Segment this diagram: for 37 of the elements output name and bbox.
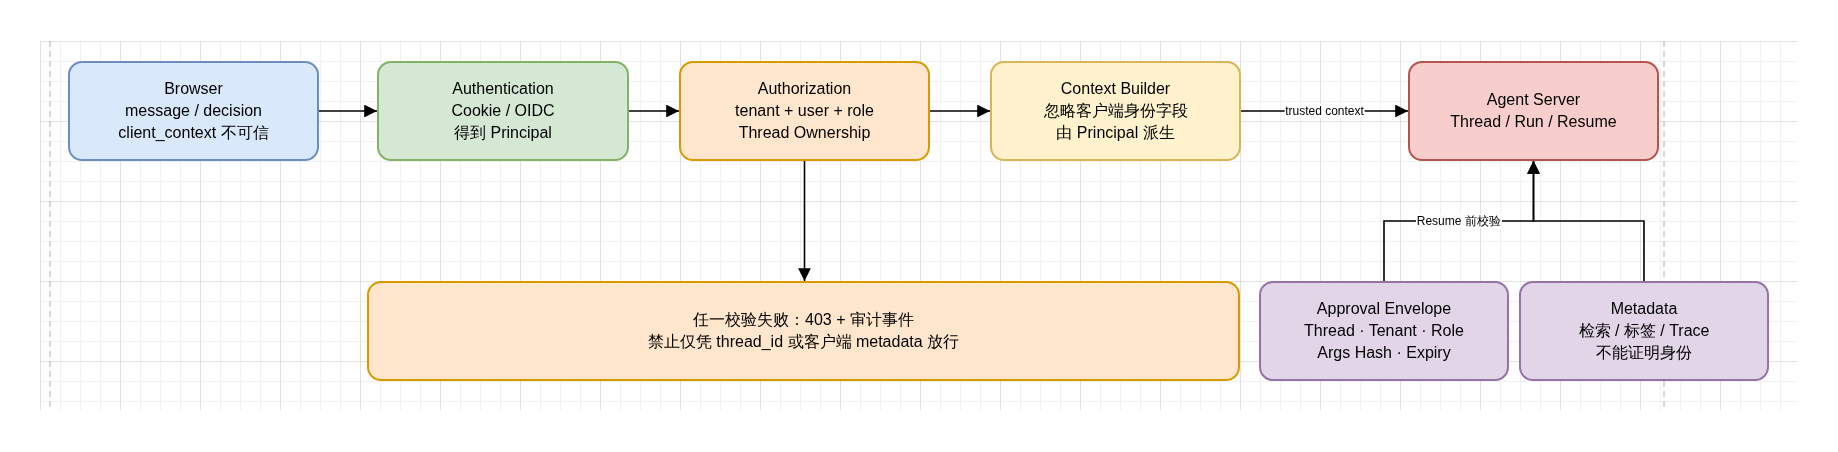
process-box xyxy=(377,61,629,161)
process-box xyxy=(990,61,1241,161)
box-text: Agent Server xyxy=(1486,90,1581,110)
arrow xyxy=(798,160,811,282)
box-text: 得到 Principal xyxy=(454,123,552,143)
box-text: 任一校验失败：403 + 审计事件 xyxy=(693,310,914,330)
box-text: Cookie / OIDC xyxy=(451,101,555,121)
box-text: Metadata xyxy=(1610,299,1678,319)
box-text: tenant + user + role xyxy=(735,101,874,121)
box-text: 忽略客户端身份字段 xyxy=(1043,101,1188,121)
process-box xyxy=(68,61,319,161)
box-text: 检索 / 标签 / Trace xyxy=(1578,321,1710,341)
process-box xyxy=(367,281,1240,381)
box-text: Approval Envelope xyxy=(1316,299,1452,319)
box-text: 禁止仅凭 thread_id 或客户端 metadata 放行 xyxy=(647,332,960,352)
process-box xyxy=(1408,61,1659,161)
box-text: Args Hash · Expiry xyxy=(1317,343,1451,363)
arrow xyxy=(318,104,378,118)
arrow xyxy=(1527,160,1645,282)
box-text: Thread Ownership xyxy=(738,123,871,143)
box-text: Thread · Tenant · Role xyxy=(1304,321,1464,341)
edge-label: Resume 前校验 xyxy=(1415,214,1502,228)
box-text: message / decision xyxy=(125,101,262,121)
box-text: 不能证明身份 xyxy=(1596,343,1692,363)
edge-label: trusted context xyxy=(1284,104,1365,118)
box-text: 由 Principal 派生 xyxy=(1056,123,1175,143)
process-box xyxy=(1259,281,1509,381)
box-text: client_context 不可信 xyxy=(118,123,269,143)
box-text: Authentication xyxy=(452,79,554,99)
process-box xyxy=(1519,281,1769,381)
arrow xyxy=(929,104,991,118)
arrow xyxy=(628,104,680,118)
box-text: Browser xyxy=(164,79,223,99)
box-text: Context Builder xyxy=(1060,79,1171,99)
box-text: Authorization xyxy=(757,79,852,99)
process-box xyxy=(679,61,930,161)
box-text: Thread / Run / Resume xyxy=(1450,112,1617,132)
